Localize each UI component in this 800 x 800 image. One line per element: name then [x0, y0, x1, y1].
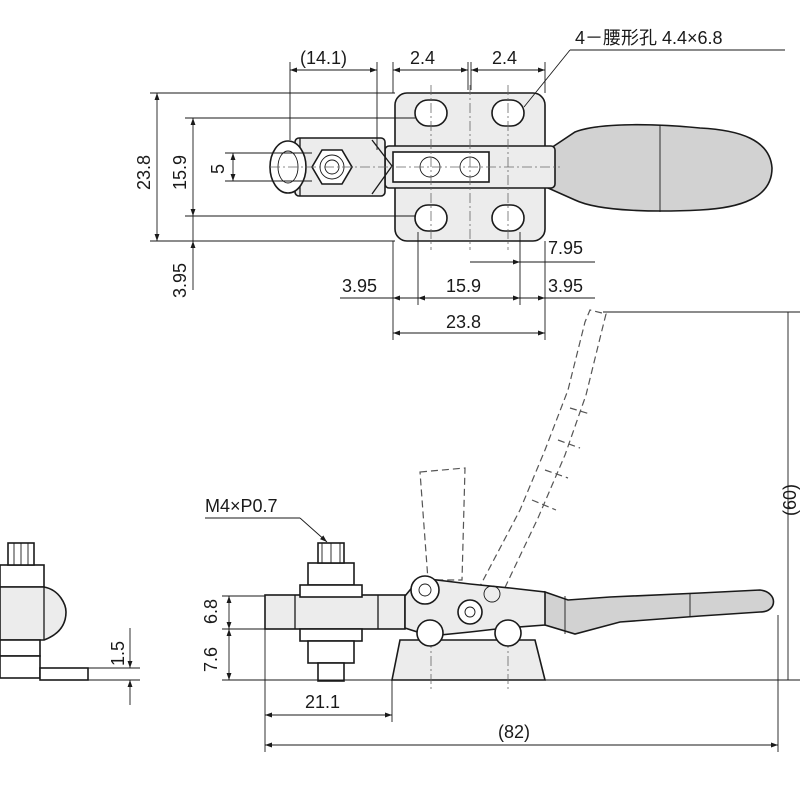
label-1-5: 1.5 [108, 641, 128, 666]
label-thread: M4×P0.7 [205, 496, 278, 516]
label-3-95-vertical: 3.95 [170, 263, 190, 298]
open-position-arm [419, 467, 466, 581]
side-view [0, 309, 800, 690]
label-15-9-horizontal: 15.9 [446, 276, 481, 296]
side-handle [544, 589, 775, 635]
label-7-6: 7.6 [201, 647, 221, 672]
label-14-1: (14.1) [300, 48, 347, 68]
label-21-1: 21.1 [305, 692, 340, 712]
top-view-dimensions [150, 49, 785, 340]
label-2-4-b: 2.4 [492, 48, 517, 68]
mounting-slots [414, 99, 525, 232]
label-7-95: 7.95 [548, 238, 583, 258]
label-60: (60) [780, 484, 800, 516]
label-3-95-right: 3.95 [548, 276, 583, 296]
label-2-4-a: 2.4 [410, 48, 435, 68]
label-3-95-left: 3.95 [342, 276, 377, 296]
bolt-nut-bottom [307, 640, 355, 664]
top-view [269, 85, 773, 250]
label-82: (82) [498, 722, 530, 742]
side-base [391, 639, 547, 681]
side-spindle [264, 594, 406, 630]
label-6-8: 6.8 [201, 599, 221, 624]
side-view-dimensions [88, 312, 800, 752]
partial-left-view [0, 542, 89, 681]
label-23-8-horizontal: 23.8 [446, 312, 481, 332]
bolt-nut-top [307, 562, 355, 586]
label-slot-note: 4－腰形孔 4.4×6.8 [575, 28, 723, 48]
label-5: 5 [208, 164, 228, 174]
label-23-8-vertical: 23.8 [134, 155, 154, 190]
open-position-handle [477, 309, 607, 599]
label-15-9-vertical: 15.9 [170, 155, 190, 190]
